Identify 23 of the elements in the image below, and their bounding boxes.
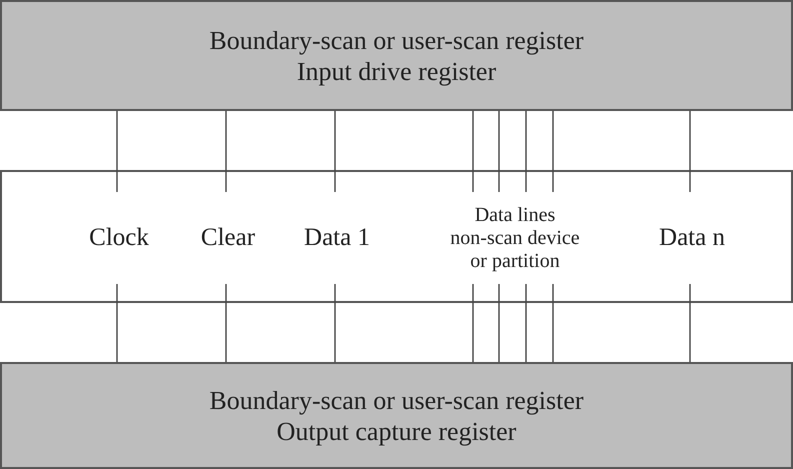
signal-line (498, 111, 500, 192)
signal-line (525, 111, 527, 192)
signal-line (498, 284, 500, 362)
register-type: Output capture register (276, 416, 516, 446)
signal-line (689, 111, 691, 192)
register-box (0, 362, 793, 469)
register-title: Boundary-scan or user-scan register (209, 24, 584, 56)
signal-line (552, 111, 554, 192)
signal-line (116, 284, 118, 362)
signal-line (525, 284, 527, 362)
device-box (0, 170, 793, 303)
signal-line (334, 111, 336, 192)
signal-line (225, 111, 227, 192)
signal-line (472, 111, 474, 192)
register-type: Input drive register (296, 56, 496, 86)
signal-line (552, 284, 554, 362)
signal-line (689, 284, 691, 362)
signal-line (116, 111, 118, 192)
signal-line (225, 284, 227, 362)
register-box (0, 0, 793, 111)
register-title: Boundary-scan or user-scan register (209, 384, 584, 416)
signal-line (334, 284, 336, 362)
signal-line (472, 284, 474, 362)
